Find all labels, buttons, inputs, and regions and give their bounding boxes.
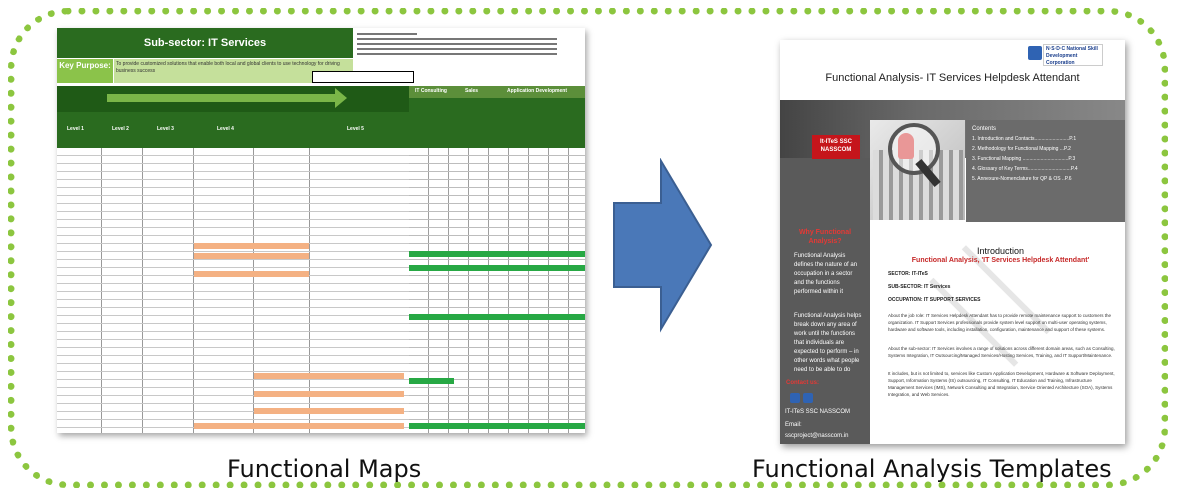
right-arrow-icon xyxy=(613,158,713,333)
functional-map-thumbnail: Sub-sector: IT Services Key Purpose: To … xyxy=(57,28,585,433)
contact-label: Contact us: xyxy=(786,380,819,386)
about-more-paragraph: It includes, but is not limited to, serv… xyxy=(888,371,1115,397)
key-purpose-label: Key Purpose: xyxy=(57,59,113,83)
about-job-paragraph: About the job role: IT Services Helpdesk… xyxy=(888,313,1112,332)
highlight-cell xyxy=(194,423,254,429)
sheet-notes xyxy=(353,28,585,86)
occupation-line: OCCUPATION: IT SUPPORT SERVICES xyxy=(888,297,981,303)
contents-item: 1. Introduction and Contacts............… xyxy=(972,136,1077,142)
sheet-role-headers xyxy=(409,98,585,148)
intro-subheading: Functional Analysis, 'IT Services Helpde… xyxy=(911,257,1090,264)
group-header: Sales xyxy=(465,88,479,94)
contents-heading: Contents xyxy=(972,126,997,132)
level-arrow xyxy=(107,88,347,108)
magnifier-icon xyxy=(888,123,940,175)
sector-line: SECTOR: IT-ITeS xyxy=(888,271,928,277)
level-header: Level 2 xyxy=(112,126,129,132)
highlight-cell xyxy=(254,423,404,429)
level-header: Level 1 xyxy=(67,126,84,132)
highlight-cell xyxy=(254,408,404,414)
sheet-grid-left xyxy=(57,148,409,433)
highlight-row xyxy=(409,378,454,384)
highlight-cell xyxy=(194,253,309,259)
contact-email-label: Email: xyxy=(785,422,802,428)
group-header: Application Development xyxy=(507,88,568,94)
side-point: Functional Analysis helps break down any… xyxy=(794,313,862,373)
why-heading: Why Functional Analysis? xyxy=(798,229,852,245)
caption-functional-maps: Functional Maps xyxy=(227,455,422,483)
highlight-row xyxy=(409,314,585,320)
twitter-icon xyxy=(790,393,800,403)
contents-box: Contents 1. Introduction and Contacts...… xyxy=(966,120,1125,222)
contents-item: 4. Glossary of Key Terms................… xyxy=(972,166,1078,172)
level-header: Level 5 xyxy=(347,126,364,132)
intro-heading: Introduction xyxy=(976,246,1025,256)
highlight-cell xyxy=(194,271,309,277)
highlight-cell xyxy=(254,373,404,379)
highlight-row xyxy=(409,423,585,429)
contents-item: 5. Annexure-Nomenclature for QP & OS ..P… xyxy=(972,176,1072,182)
key-purpose-box xyxy=(312,71,414,83)
contact-email: sscproject@nasscom.in xyxy=(785,433,849,439)
sheet-grid-right xyxy=(409,148,585,433)
dotted-frame xyxy=(8,8,1168,488)
highlight-cell xyxy=(254,391,404,397)
side-point: Functional Analysis defines the nature o… xyxy=(794,253,858,295)
level-header: Level 3 xyxy=(157,126,174,132)
contents-item: 3. Functional Mapping ..................… xyxy=(972,156,1076,162)
sheet-title: Sub-sector: IT Services xyxy=(57,28,353,58)
social-icons xyxy=(790,390,816,408)
group-header: IT Consulting xyxy=(415,88,447,94)
level-header-row xyxy=(57,112,409,148)
level-header: Level 4 xyxy=(217,126,234,132)
about-subsector-paragraph: About the sub-sector: IT Services involv… xyxy=(888,346,1115,358)
facebook-icon xyxy=(803,393,813,403)
functional-analysis-thumbnail: N·S·D·C National Skill Development Corpo… xyxy=(780,40,1125,444)
nsdc-label: N·S·D·C National Skill Development Corpo… xyxy=(1043,44,1103,66)
sheet-group-row xyxy=(409,86,585,98)
doc-title: Functional Analysis- IT Services Helpdes… xyxy=(825,72,1080,84)
subsector-line: SUB-SECTOR: IT Services xyxy=(888,284,951,290)
contact-org: IT-ITeS SSC NASSCOM xyxy=(785,409,851,415)
caption-functional-analysis-templates: Functional Analysis Templates xyxy=(752,455,1112,483)
nasscom-banner: It-ITeS SSC NASSCOM xyxy=(812,135,860,159)
highlight-row xyxy=(409,251,585,257)
highlight-cell xyxy=(194,243,309,249)
nsdc-logo-icon xyxy=(1028,46,1042,60)
contents-item: 2. Methodology for Functional Mapping ..… xyxy=(972,146,1071,152)
highlight-row xyxy=(409,265,585,271)
